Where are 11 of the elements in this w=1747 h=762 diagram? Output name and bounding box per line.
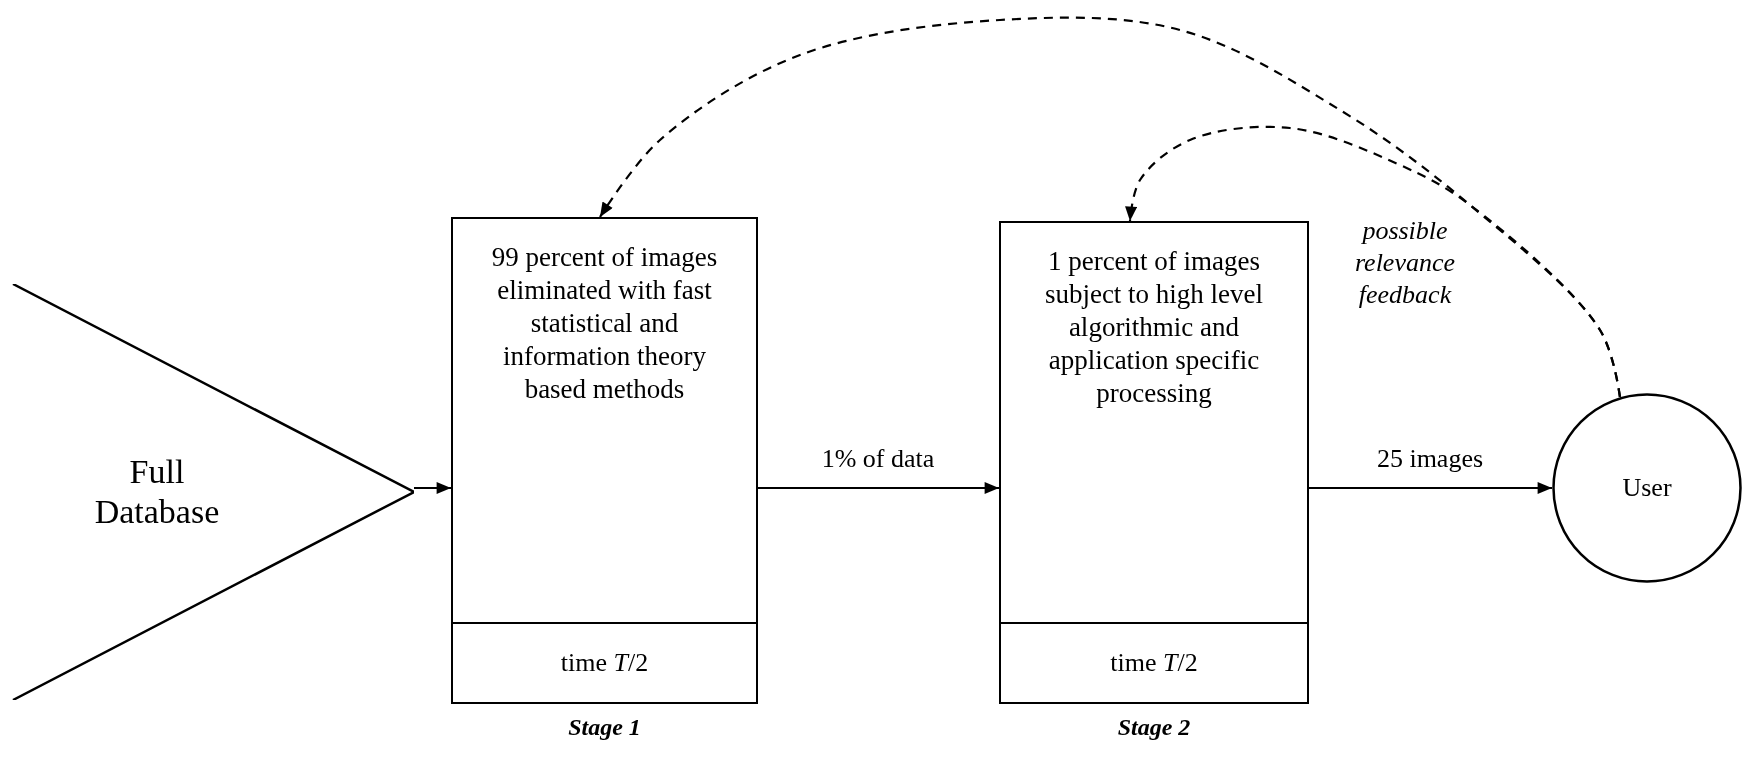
stage-caption: Stage 1 bbox=[568, 714, 641, 740]
stage-caption: Stage 2 bbox=[1117, 714, 1191, 740]
stage-description: 1 percent of images subject to high level algorithmic and application specific processing bbox=[1043, 245, 1265, 410]
stage-time: time T/2 bbox=[1110, 648, 1198, 678]
stage-description: 99 percent of images eliminated with fast statistical and information theory based methods bbox=[490, 241, 719, 406]
arrow bbox=[758, 482, 999, 494]
arrow bbox=[414, 482, 451, 494]
arrow bbox=[1309, 482, 1552, 494]
stage-time: time T/2 bbox=[560, 648, 649, 678]
node-label: User bbox=[1622, 473, 1672, 503]
dashed-arrow bbox=[1125, 125, 1621, 398]
